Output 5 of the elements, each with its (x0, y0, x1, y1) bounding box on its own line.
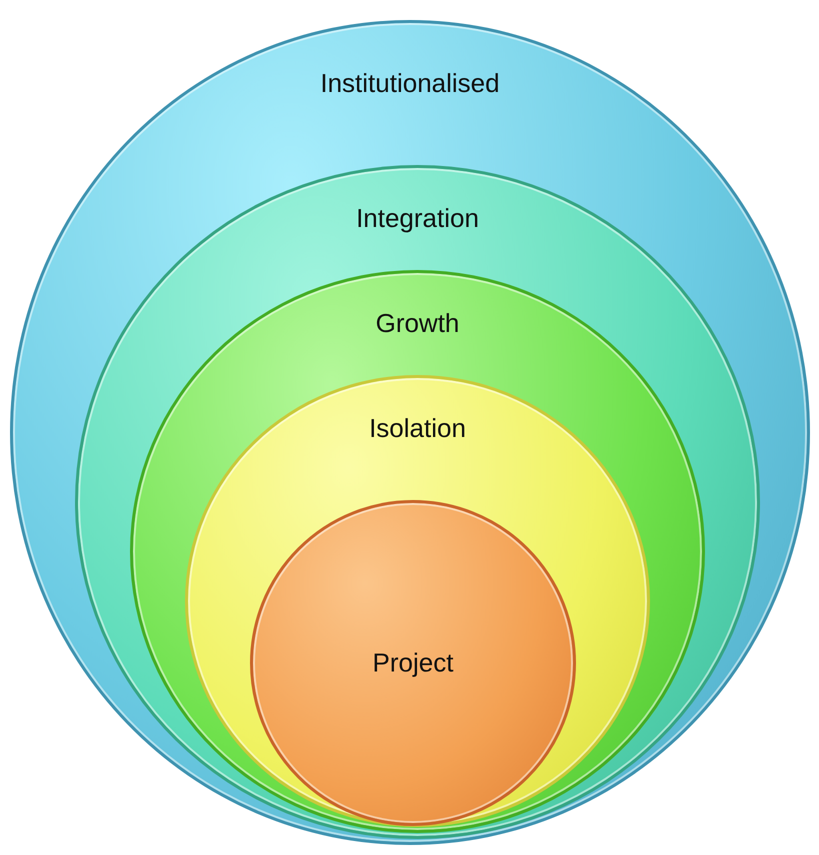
ring-label: Integration (356, 203, 479, 234)
ring-label: Project (372, 648, 454, 678)
ring-label: Institutionalised (320, 68, 500, 99)
ring-label: Isolation (369, 413, 466, 444)
ring-label: Growth (376, 308, 460, 339)
